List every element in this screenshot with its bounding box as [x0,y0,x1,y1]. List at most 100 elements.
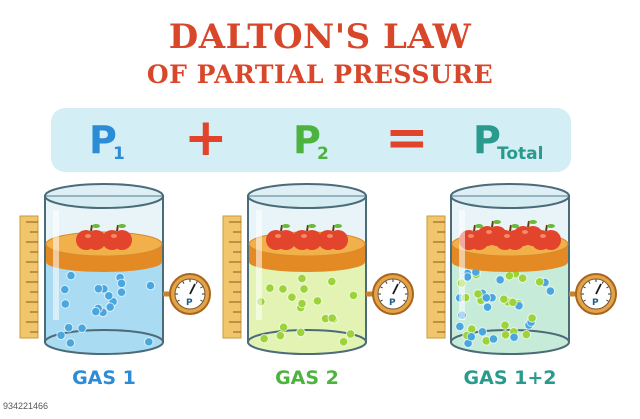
ruler [426,215,446,339]
gas-particle [105,302,115,312]
plus-operator: + [184,108,228,168]
gas-particle [60,284,70,295]
apple-leaf [547,224,555,228]
gas-particle [500,330,511,340]
gauge-tick [403,286,406,289]
ptotal-subscript: Total [497,144,544,164]
gas-particle [116,278,127,289]
p1-subscript: 1 [113,144,125,164]
gauge-tick [583,286,586,289]
gas-particle [287,292,297,302]
gas-particle [348,290,359,301]
gauge-tick [583,299,586,302]
apple-icon [266,224,296,250]
gas-particle [297,298,307,309]
gas-particle [466,332,476,342]
apple-leaf [511,224,519,228]
equals-operator: = [385,108,429,168]
gauge-tick [380,286,383,289]
gas-particle [116,287,127,297]
container-2: P [222,183,414,355]
gas-particle [299,284,309,294]
gas-particle [488,334,499,344]
p2-symbol: P [293,118,321,162]
container-3: P [426,183,617,355]
gas-particle [297,273,307,284]
apple-stem [332,224,335,232]
cylinder-rim [247,183,367,209]
gauge-needle [392,283,399,295]
gas-particle [77,323,87,333]
apple-icon [318,224,348,250]
piston-bottom-edge [452,252,568,272]
gas-particle [63,322,74,333]
glass-highlight [53,210,59,320]
gas-particle [521,329,532,340]
gas-particle [545,286,556,296]
gas-particle [144,337,154,347]
ruler [222,215,242,339]
gas-particle [275,330,286,341]
apple-shine [275,234,281,238]
gas-particle [481,293,492,303]
gas2-label: GAS 2 [275,367,339,389]
apple-leaf [493,220,501,224]
gas-particle [278,284,288,294]
gas-fill [249,262,365,341]
gas-particle [296,327,306,338]
apple-lobe [112,230,132,250]
gas-particle [312,296,323,306]
gas-particle [473,289,483,299]
gauge-tick [606,286,609,289]
gauge-tick [403,299,406,302]
gas-particle [499,294,509,304]
gas-particle [509,332,519,342]
gauge-tick [182,281,185,284]
apple-icon [102,224,132,250]
gauge-tick [200,286,203,289]
cylinder-bottom [44,329,164,355]
apple-stem [473,224,476,232]
apple-lobe [541,230,561,250]
apple-icon [292,224,322,250]
gauge-letter: P [389,298,396,308]
apple-stem [509,224,512,232]
gauge-tick [398,281,401,284]
gas-particle [60,299,71,309]
gas-particle [66,270,76,281]
apple-stem [527,220,530,228]
apple-shine [301,234,307,238]
apple-leaf [334,224,342,228]
gas-particle [482,302,493,312]
gas-particle [56,330,66,340]
gauge-tick [380,299,383,302]
gas-particle [65,338,76,348]
p1-symbol: P [89,118,117,162]
gas-particle [93,284,104,294]
gas12-label: GAS 1+2 [463,367,557,389]
gauge-letter: P [592,298,599,308]
apple-shine [540,234,546,238]
apple-leaf [529,220,537,224]
gauge-tick [385,281,388,284]
gas-particle [345,329,356,339]
apple-leaf [282,224,290,228]
gas-particle [338,337,349,347]
apple-leaf [308,224,316,228]
gas-particle [104,291,114,301]
apple-leaf [118,224,126,228]
gas-particle [517,273,528,283]
equation-bar: P 1 + P 2 = P Total [51,108,571,172]
cylinder-rim [450,183,570,209]
apple-stem [90,224,93,232]
gas-particle [278,322,289,332]
gauge-needle [595,283,602,295]
gas-particle [508,297,518,308]
apple-shine [504,234,510,238]
apple-shine [486,230,492,234]
gas-particle [504,271,515,281]
apple-lobe [276,230,296,250]
gauge-tick [177,286,180,289]
apple-leaf [92,224,100,228]
gauge-tick [177,299,180,302]
